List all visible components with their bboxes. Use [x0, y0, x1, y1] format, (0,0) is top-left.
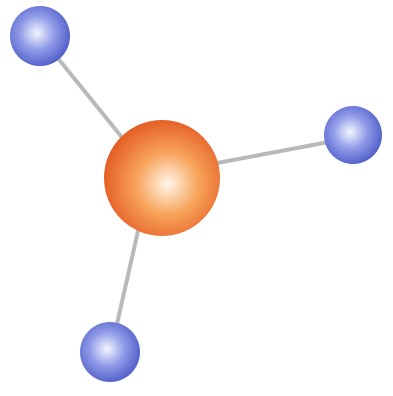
atom-right	[324, 106, 382, 164]
central-atom	[104, 120, 220, 236]
atom-bottom	[80, 322, 140, 382]
atom-top-left	[10, 6, 70, 66]
